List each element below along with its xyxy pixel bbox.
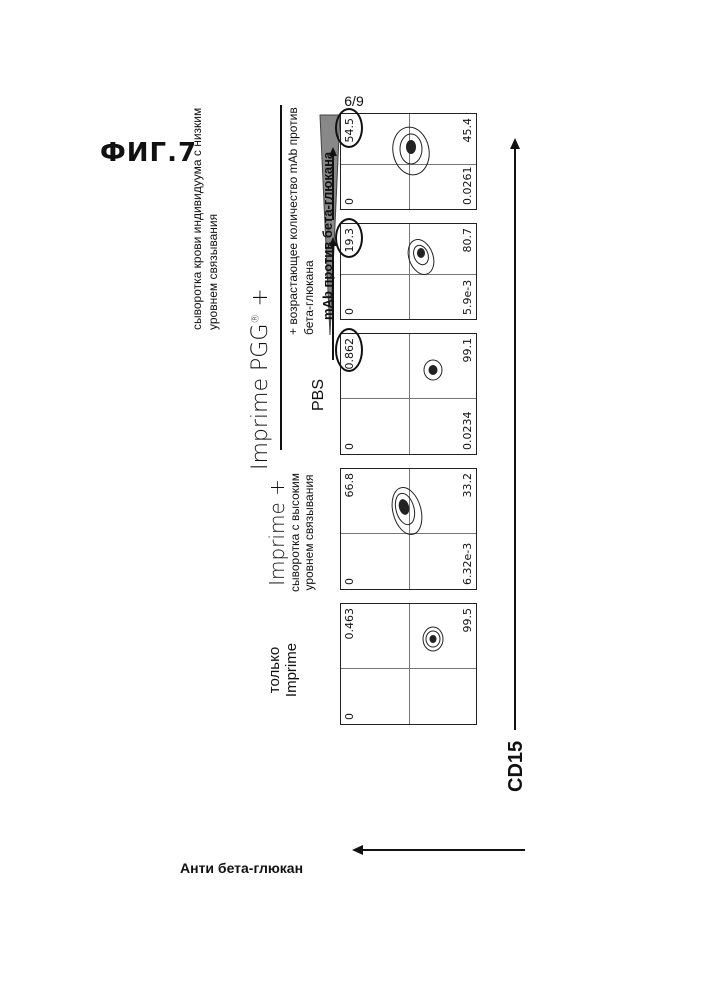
panel-mab-low: 0 19.3 5.9e-3 80.7 [340,223,477,320]
panel-mab-high: 0 54.5 0.0261 45.4 [340,113,477,210]
contour-plot [341,224,476,319]
contour-plot [341,469,476,589]
x-axis-label: CD15 [505,741,528,792]
figure-rotated: только Imprime Imprime + сыворотка с выс… [170,100,580,880]
y-axis-label: Анти бета-глюкан [180,860,303,876]
panel-pbs: 0 0.862 0.0234 99.1 [340,333,477,455]
contour-plot [341,334,476,454]
wedge-label: mAb против бета-глюкана [320,152,335,320]
panel-high-binding: 0 66.8 6.32e-3 33.2 [340,468,477,590]
y-axis-arrowhead [352,845,363,855]
panel-imprime-only: 0 0.463 99.5 [340,603,477,725]
contour-plot [341,604,476,724]
contour-plot [341,114,476,209]
x-axis-arrowhead [510,138,520,149]
